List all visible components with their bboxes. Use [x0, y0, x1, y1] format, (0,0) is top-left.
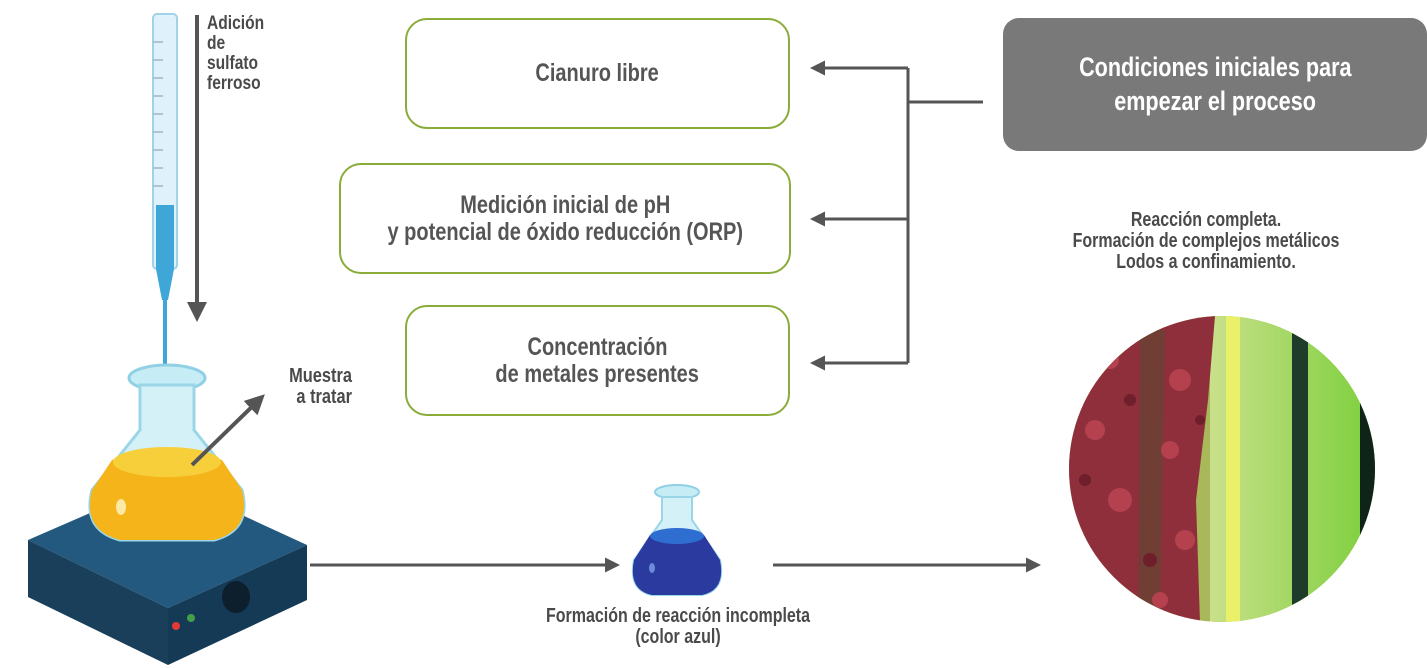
addition-label-line-1: Adición: [207, 13, 265, 34]
ph-orp-box: Medición inicial de pH y potencial de óx…: [339, 163, 791, 274]
complete-reaction-line-2: Formación de complejos metálicos: [1072, 230, 1340, 252]
complete-reaction-line-1: Reacción completa.: [1130, 209, 1282, 231]
metals-text-line-2: de metales presentes: [495, 359, 700, 388]
free-cyanide-text: Cianuro libre: [535, 59, 660, 87]
complete-reaction-line-3: Lodos a confinamiento.: [1116, 251, 1296, 273]
sample-label-line-2: a tratar: [296, 386, 352, 408]
sludge-photo: [1069, 316, 1375, 622]
incomplete-reaction-line-2: (color azul): [635, 626, 721, 648]
bracket-connector: [810, 60, 983, 371]
addition-label-line-3: ferroso: [207, 72, 261, 94]
complete-reaction-label: Reacción completa. Formación de complejo…: [1016, 210, 1396, 273]
incomplete-reaction-label: Formación de reacción incompleta (color …: [478, 606, 878, 648]
metals-box: Concentración de metales presentes: [405, 305, 790, 416]
addition-label-line-2: de sulfato: [207, 32, 259, 74]
incomplete-reaction-line-1: Formación de reacción incompleta: [545, 605, 811, 627]
metals-text-line-1: Concentración: [527, 333, 668, 362]
ph-orp-text-line-2: y potencial de óxido reducción (ORP): [387, 217, 743, 246]
addition-label: Adición de sulfato ferroso: [207, 14, 279, 94]
burette-icon: [152, 13, 178, 372]
free-cyanide-box: Cianuro libre: [405, 18, 790, 129]
sample-pointer: [190, 394, 265, 467]
initial-conditions-line-2: empezar el proceso: [1114, 85, 1316, 116]
sample-label-line-1: Muestra: [289, 365, 352, 387]
ph-orp-text-line-1: Medición inicial de pH: [459, 191, 671, 220]
sample-label: Muestra a tratar: [278, 366, 352, 408]
blue-flask-icon: [631, 484, 723, 596]
erlenmeyer-flask-icon: [88, 363, 246, 542]
initial-conditions-line-1: Condiciones iniciales para: [1078, 51, 1352, 82]
initial-conditions-box: Condiciones iniciales para empezar el pr…: [1003, 18, 1427, 151]
